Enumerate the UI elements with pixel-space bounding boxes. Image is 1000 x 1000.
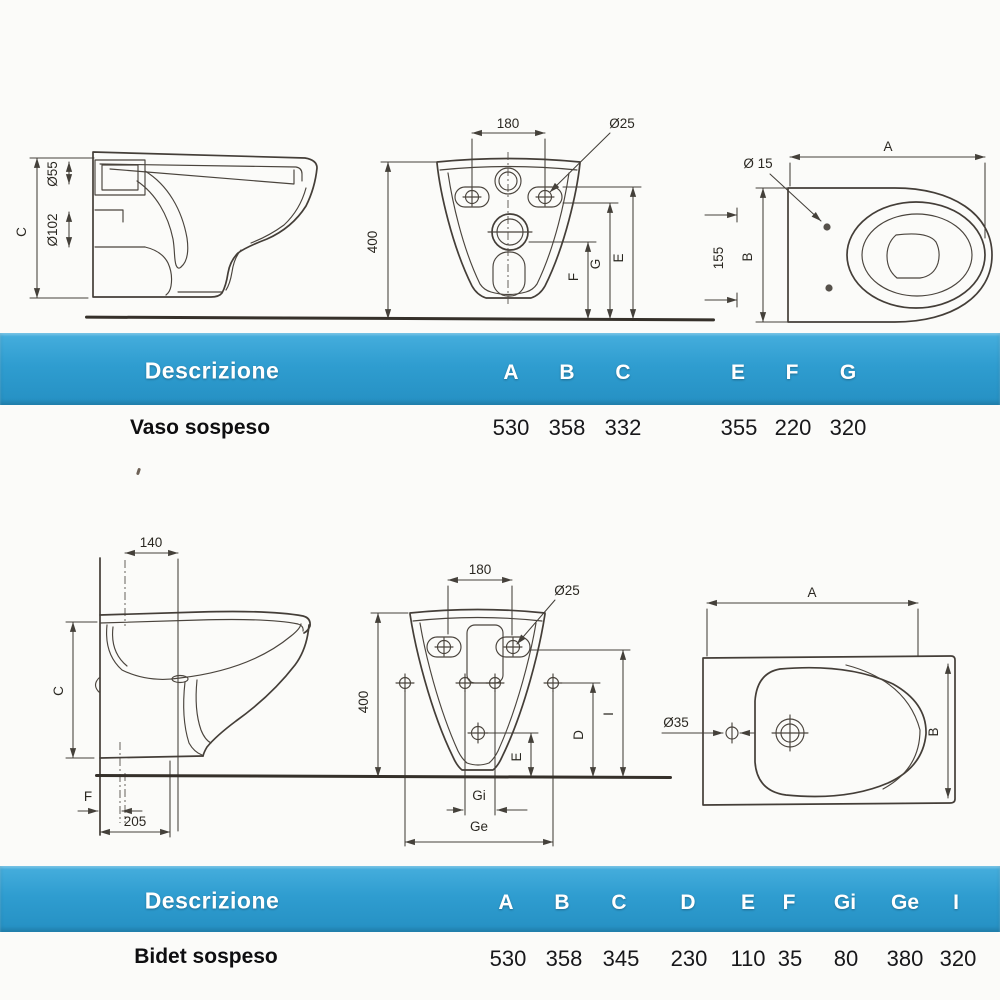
vaso-val-b: 358 [548, 415, 586, 440]
bidet-side-view-drawing: 140 C F 205 [51, 535, 311, 838]
bidet-col-c: C [611, 891, 627, 914]
bidet-val-a: 530 [489, 946, 527, 971]
dim-label-e: E [509, 752, 524, 761]
fixing-hole-right [535, 187, 555, 207]
vaso-top-view-drawing: A B 155 Ø 15 [704, 139, 993, 323]
bidet-val-e: 110 [730, 946, 766, 971]
dim-label-c: C [51, 686, 66, 696]
bidet-col-e: E [740, 891, 756, 914]
bidet-col-gi: Gi [833, 891, 857, 914]
bidet-front-dimensions: 180 Ø25 400 I D E Gi Ge [356, 562, 631, 847]
dim-label-b: B [740, 252, 755, 261]
toilet-profile-outline [92, 151, 318, 298]
dim-label-180: 180 [469, 562, 492, 577]
vaso-val-e: 355 [720, 415, 758, 440]
dim-label-d55: Ø55 [45, 161, 60, 187]
vaso-row-label: Vaso sospeso [129, 416, 271, 439]
vaso-col-b: B [559, 361, 575, 384]
bidet-val-d: 230 [670, 946, 708, 971]
vaso-col-e: E [730, 361, 746, 384]
bidet-plan-outline [702, 655, 956, 806]
bidet-table-header-banner [0, 866, 1000, 932]
vaso-col-g: G [839, 361, 857, 384]
vaso-table-header-descrizione: Descrizione [144, 357, 280, 384]
vaso-col-a: A [503, 361, 519, 384]
bidet-col-d: D [680, 891, 696, 914]
dim-label-c: C [14, 227, 29, 237]
vaso-side-dimensions: C Ø55 Ø102 [14, 157, 95, 299]
dim-label-155: 155 [711, 247, 726, 270]
bidet-col-f: F [782, 891, 796, 914]
bidet-front-view-drawing: 180 Ø25 400 I D E Gi Ge [356, 562, 631, 847]
bidet-profile-outline [94, 557, 311, 836]
dim-label-e: E [611, 253, 626, 262]
vaso-val-a: 530 [492, 415, 530, 440]
vaso-front-dimensions: 180 Ø25 400 E G F [365, 116, 642, 320]
vaso-side-view-drawing: C Ø55 Ø102 [14, 151, 318, 299]
bidet-val-ge: 380 [886, 946, 924, 971]
bidet-rear-outline [395, 608, 563, 771]
bidet-row-label: Bidet sospeso [134, 945, 278, 968]
vaso-col-f: F [785, 361, 799, 384]
tap-hole [771, 714, 809, 752]
toilet-rear-outline [436, 152, 581, 307]
dim-label-d35: Ø35 [663, 715, 689, 730]
dim-label-d25: Ø25 [609, 116, 635, 131]
seat-hinge-hole-top [823, 223, 831, 231]
bidet-val-b: 358 [545, 946, 583, 971]
bidet-table-header-descrizione: Descrizione [144, 887, 280, 914]
dim-label-d25: Ø25 [554, 583, 580, 598]
bidet-col-ge: Ge [890, 891, 920, 914]
bidet-val-f: 35 [777, 946, 803, 971]
vaso-table-header-banner [0, 333, 1000, 405]
dim-label-i: I [601, 712, 616, 716]
wall-fixing-hole [725, 722, 739, 744]
dim-label-gi: Gi [472, 788, 486, 803]
dim-label-d15: Ø 15 [743, 156, 772, 171]
bidet-top-view-drawing: A B Ø35 [661, 585, 956, 806]
bidet-val-gi: 80 [833, 946, 859, 971]
bidet-col-i: I [953, 891, 959, 914]
bidet-col-b: B [554, 891, 570, 914]
dim-label-d102: Ø102 [45, 213, 60, 246]
dim-label-a: A [807, 585, 816, 600]
fixing-hole-right [503, 637, 523, 657]
vaso-front-view-drawing: 180 Ø25 400 E G F [365, 116, 642, 320]
vaso-val-c: 332 [604, 415, 642, 440]
bidet-col-a: A [498, 891, 514, 914]
bidet-top-dimensions: A B Ø35 [661, 585, 952, 799]
seat-hinge-hole-bottom [825, 284, 833, 292]
dim-label-400: 400 [356, 691, 371, 714]
dim-label-d: D [571, 730, 586, 740]
scan-speck-artifact [135, 467, 142, 476]
dim-label-f: F [566, 273, 581, 281]
dim-label-f: F [84, 789, 92, 804]
bidet-side-dimensions: 140 C F 205 [51, 535, 179, 838]
dim-label-ge: Ge [470, 819, 488, 834]
fixing-hole-left [462, 187, 482, 207]
fixing-hole-left [434, 637, 454, 657]
dim-label-180: 180 [497, 116, 520, 131]
dim-label-b: B [926, 727, 941, 736]
bidet-val-i: 320 [939, 946, 977, 971]
dim-label-400: 400 [365, 231, 380, 254]
bidet-val-c: 345 [602, 946, 640, 971]
dim-label-a: A [883, 139, 892, 154]
dim-label-g: G [588, 259, 603, 270]
vaso-col-c: C [615, 361, 631, 384]
vaso-val-g: 320 [829, 415, 867, 440]
dim-label-140: 140 [140, 535, 163, 550]
vaso-val-f: 220 [774, 415, 812, 440]
toilet-plan-outline [787, 187, 993, 323]
dim-label-205: 205 [124, 814, 147, 829]
reference-cross-holes [395, 673, 563, 744]
vaso-top-dimensions: A B 155 Ø 15 [704, 139, 986, 323]
